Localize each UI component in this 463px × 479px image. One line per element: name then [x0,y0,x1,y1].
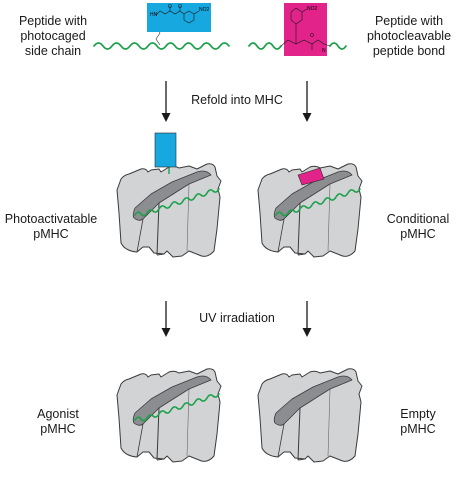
label-empty-pmhc: Empty pMHC [388,407,448,437]
label-photoactivatable-line-2: pMHC [33,227,69,241]
chem-no2-right: NO2 [307,6,318,12]
photocaged-peptide-strand [93,42,230,50]
label-photocleavable-line-3: peptide bond [372,44,446,58]
step-refold-label: Refold into MHC [191,93,283,107]
photocage-block [154,132,177,168]
label-photocaged-line-1: Peptide with [18,14,88,28]
arrow-uv-left [161,301,171,337]
label-agonist-line-2: pMHC [40,422,76,436]
label-photocaged-line-2: photocaged [20,29,86,43]
chem-o-2: O [178,4,182,10]
label-photoactivatable-pmhc: Photoactivatable pMHC [0,212,102,242]
photocage-group: HN O O NO2 [147,3,211,32]
mhc-photoactivatable [116,163,222,258]
label-conditional-line-1: Conditional [386,212,450,226]
mhc-empty [257,368,363,463]
photocleavable-linker: NO2 N O [280,3,331,56]
arrow-refold-right [302,81,312,122]
label-conditional-pmhc: Conditional pMHC [380,212,456,242]
label-photocleavable-peptide: Peptide with photocleavable peptide bond [358,14,460,59]
mhc-agonist [116,368,222,463]
label-photocleavable-line-2: photocleavable [366,29,452,43]
chem-n-right: N [322,48,326,54]
photocleavable-peptide-strand [248,42,347,50]
mhc-conditional [257,163,363,258]
label-empty-line-2: pMHC [400,422,436,436]
chem-no2-left: NO2 [199,7,210,13]
label-empty-line-1: Empty [400,407,436,421]
chem-o-right: O [310,33,314,39]
label-agonist-line-1: Agonist [37,407,79,421]
chem-hn: HN [150,12,158,18]
chem-o-1: O [168,4,172,10]
label-photocaged-peptide: Peptide with photocaged side chain [10,14,96,59]
arrow-uv-right [302,301,312,337]
label-conditional-line-2: pMHC [400,227,436,241]
label-photocleavable-line-1: Peptide with [374,14,444,28]
label-agonist-pmhc: Agonist pMHC [28,407,88,437]
label-photoactivatable-line-1: Photoactivatable [4,212,98,226]
label-photocaged-line-3: side chain [24,44,82,58]
arrow-refold-left [161,81,171,122]
step-uv-label: UV irradiation [199,311,275,325]
